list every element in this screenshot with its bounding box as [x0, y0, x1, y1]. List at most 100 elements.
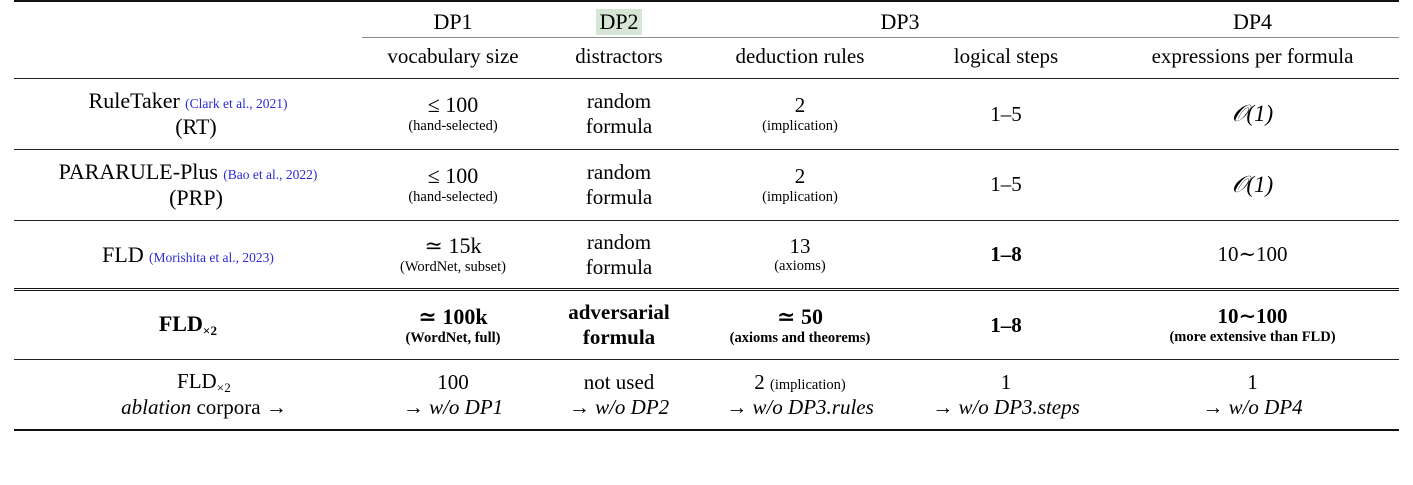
cell-fld-dp3-steps: 1–8 [906, 221, 1106, 290]
group-cmidrule-row [14, 37, 1399, 38]
value-note: (axioms and theorems) [729, 329, 871, 346]
value-note: (implication) [770, 376, 846, 393]
cmidrule-dp2 [544, 37, 694, 38]
cell-pararule-dp1: ≤ 100 (hand-selected) [362, 150, 544, 220]
value-note: (hand-selected) [408, 118, 498, 135]
dataset-abbrev: (RT) [175, 113, 217, 139]
group-label-dp1: DP1 [433, 9, 473, 34]
ablation-arrow: → w/o DP3.rules [726, 394, 874, 419]
table-row-ruletaker: RuleTaker (Clark et al., 2021) (RT) ≤ 10… [14, 79, 1399, 149]
ablation-arrow: → w/o DP2 [568, 394, 670, 419]
ablation-keyword: ablation [121, 395, 192, 420]
value-line1: adversarial [568, 300, 670, 325]
value: 2 [754, 369, 765, 394]
group-header-dp2: DP2 [544, 2, 694, 38]
value-line1: random [586, 229, 652, 254]
cell-ruletaker-dp3-rules: 2 (implication) [694, 79, 906, 149]
value-line2: formula [582, 325, 656, 350]
dataset-abbrev: (PRP) [169, 184, 223, 210]
cell-pararule-dp2: random formula [544, 150, 694, 220]
cell-ablation-dp3-rules: 2 (implication) → w/o DP3.rules [694, 360, 906, 430]
group-label-dp2: DP2 [596, 9, 642, 35]
value-line2: formula [585, 113, 653, 138]
dataset-name: FLD [158, 311, 203, 337]
ablation-arrow: → w/o DP4 [1202, 394, 1303, 419]
subheader-distractors: distractors [575, 44, 663, 68]
row-rule-1 [14, 149, 1399, 150]
subheader-expressions-per-formula: expressions per formula [1151, 44, 1354, 68]
row-rule-2 [14, 220, 1399, 221]
value-note: (implication) [762, 188, 838, 205]
cell-pararule-dp3-rules: 2 (implication) [694, 150, 906, 220]
cell-ablation-dp1: 100 → w/o DP1 [362, 360, 544, 430]
cell-fld-dp3-rules: 13 (axioms) [694, 221, 906, 290]
value-note: (WordNet, subset) [400, 259, 506, 275]
group-header-dp3: DP3 [694, 2, 1106, 38]
cell-fld-x2-dp1: ≃ 100k (WordNet, full) [362, 291, 544, 359]
value: 𝒪(1) [1231, 172, 1274, 198]
citation: (Clark et al., 2021) [185, 96, 288, 111]
group-header-blank [14, 2, 362, 38]
table-row-fld-x2: FLD×2 ≃ 100k (WordNet, full) adversarial… [14, 291, 1399, 359]
dataset-name: RuleTaker [88, 88, 180, 113]
subheader-vocabulary-size: vocabulary size [387, 44, 519, 68]
row-name-line1: RuleTaker (Clark et al., 2021) [16, 88, 360, 114]
value-note: (more extensive than FLD) [1169, 328, 1336, 345]
dataset-name-subscript: ×2 [202, 323, 218, 339]
row-name-fld-x2: FLD×2 [14, 291, 362, 359]
row-rule-3-heavy [14, 288, 1399, 293]
group-header-dp1: DP1 [362, 2, 544, 38]
value: 100 [437, 369, 469, 394]
group-header-row: DP1 DP2 DP3 DP4 [14, 2, 1399, 38]
citation: (Morishita et al., 2023) [148, 249, 274, 265]
table-row-ablation: FLD×2 ablation corpora → 100 → w/o DP1 n… [14, 360, 1399, 430]
value: ≤ 100 [427, 92, 479, 118]
cell-ruletaker-dp4: 𝒪(1) [1106, 79, 1399, 149]
citation: (Bao et al., 2022) [223, 166, 318, 182]
value: ≃ 15k [424, 233, 482, 259]
cell-fld-dp1: ≃ 15k (WordNet, subset) [362, 221, 544, 290]
value: 2 [794, 163, 806, 188]
cell-fld-x2-dp4: 10∼100 (more extensive than FLD) [1106, 291, 1399, 359]
cmidrule-dp3 [694, 37, 1106, 38]
subheader-deduction-rules: deduction rules [735, 44, 865, 68]
cell-fld-x2-dp3-steps: 1–8 [906, 291, 1106, 359]
cell-ruletaker-dp3-steps: 1–5 [906, 79, 1106, 149]
subheader-row: vocabulary size distractors deduction ru… [14, 38, 1399, 79]
value: 1 [1000, 369, 1012, 394]
value: ≃ 100k [418, 303, 488, 329]
value: 1–5 [990, 101, 1022, 126]
value: 𝒪(1) [1231, 101, 1274, 127]
header-bottom-rule [14, 78, 1399, 79]
subheader-logical-steps: logical steps [953, 44, 1059, 68]
dataset-name: FLD [177, 368, 217, 393]
value: 1–8 [990, 242, 1022, 267]
table-row-pararule-plus: PARARULE-Plus (Bao et al., 2022) (PRP) ≤… [14, 150, 1399, 220]
value: not used [583, 369, 655, 394]
row-name-ablation: FLD×2 ablation corpora → [14, 360, 362, 430]
value-note: (implication) [762, 117, 838, 134]
cell-ablation-dp2: not used → w/o DP2 [544, 360, 694, 430]
group-header-dp4: DP4 [1106, 2, 1399, 38]
value-group: 2 (implication) [696, 370, 904, 395]
cell-ruletaker-dp1: ≤ 100 (hand-selected) [362, 79, 544, 149]
cell-fld-dp2: random formula [544, 221, 694, 290]
value: 10∼100 [1217, 242, 1288, 267]
row-name-line1: FLD×2 [48, 369, 360, 395]
cell-fld-x2-dp2: adversarial formula [544, 291, 694, 359]
value: ≤ 100 [427, 163, 479, 189]
ablation-arrow: → w/o DP1 [402, 394, 504, 419]
group-label-dp4: DP4 [1232, 9, 1273, 34]
bottom-rule [14, 429, 1399, 433]
row-rule-4 [14, 359, 1399, 360]
dataset-name: PARARULE-Plus [58, 158, 218, 184]
row-name-line1: PARARULE-Plus (Bao et al., 2022) [16, 159, 360, 185]
value-note: (axioms) [774, 258, 826, 275]
value: 1–5 [990, 172, 1022, 197]
cell-fld-x2-dp3-rules: ≃ 50 (axioms and theorems) [694, 291, 906, 359]
row-name-fld: FLD (Morishita et al., 2023) [14, 221, 362, 290]
ablation-arrow: → w/o DP3.steps [932, 394, 1080, 419]
value: 2 [794, 93, 806, 118]
value: 10∼100 [1217, 304, 1288, 329]
value: 1–8 [990, 312, 1022, 337]
